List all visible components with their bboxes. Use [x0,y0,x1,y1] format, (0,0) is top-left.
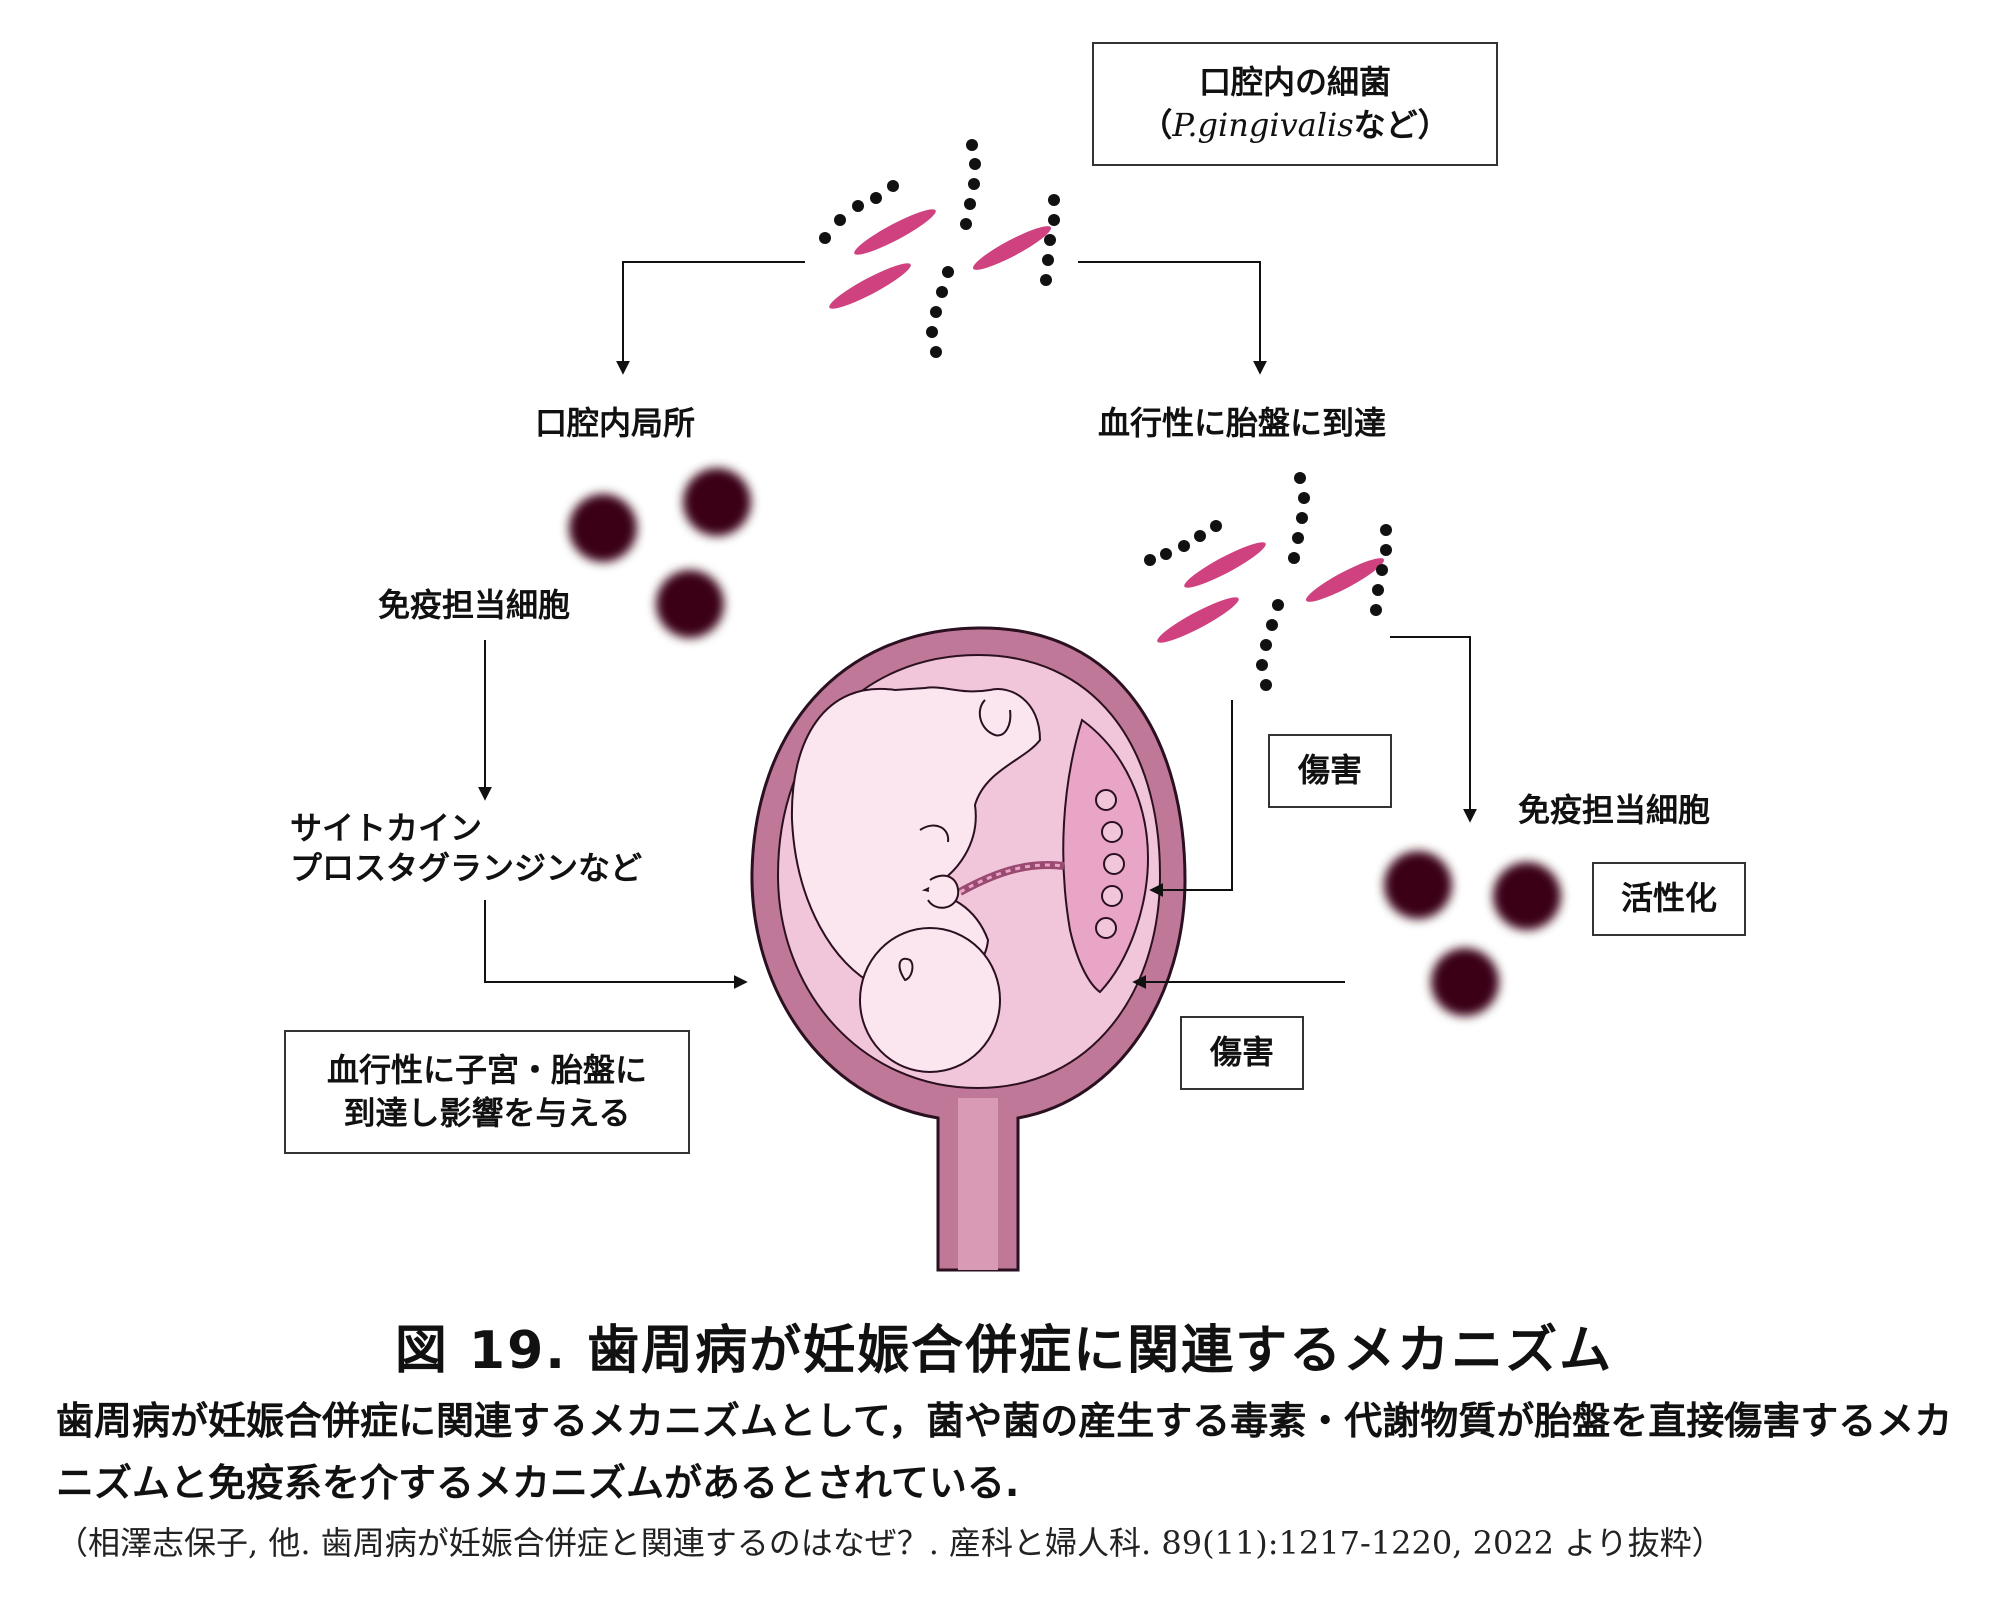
arrow-to-placenta-blood [1078,261,1267,375]
activation-box: 活性化 [1592,862,1746,936]
arrow-bacteria-damage [1149,700,1233,897]
immune-cells-left-label: 免疫担当細胞 [378,586,571,624]
cytokine-label: サイトカイン プロスタグランジンなど [290,808,642,888]
left-effect-line-2: 到達し影響を与える [343,1094,631,1132]
figure-source: （相澤志保子, 他. 歯周病が妊娠合併症と関連するのはなぜ？. 産科と婦人科. … [56,1524,1724,1562]
left-effect-box: 血行性に子宮・胎盤に 到達し影響を与える [284,1030,690,1154]
arrow-bacteria-to-immune [1390,636,1477,823]
arrow-to-oral-local [616,261,805,375]
oral-local-label: 口腔内局所 [535,404,696,442]
species-name: P.gingivalis [1172,106,1354,144]
oral-bacteria-species-line: （P.gingivalisなど） [1140,106,1450,144]
figure-title: 図 19. 歯周病が妊娠合併症に関連するメカニズム [394,1321,1614,1381]
arrow-cytokine-to-uterus [484,900,748,989]
cytokine-line-2: プロスタグランジンなど [290,849,643,887]
placenta-blood-label: 血行性に胎盤に到達 [1098,404,1387,442]
immune-cells-left [569,468,751,638]
damage-box-bottom: 傷害 [1180,1016,1304,1090]
oral-bacteria-title: 口腔内の細菌 [1198,62,1391,101]
oral-bacteria-box: 口腔内の細菌 （P.gingivalisなど） [1092,42,1498,166]
uterus-illustration [750,626,1187,1272]
fetus [790,686,1042,1073]
figure-description: 歯周病が妊娠合併症に関連するメカニズムとして，菌や菌の産生する毒素・代謝物質が胎… [56,1399,1953,1505]
cytokine-line-1: サイトカイン [290,809,483,847]
immune-cells-right-label: 免疫担当細胞 [1518,791,1711,829]
immune-cells-right [1384,851,1561,1016]
bacteria-cluster-top [819,139,1060,358]
bacteria-cluster-right [1144,472,1392,691]
left-effect-line-1: 血行性に子宮・胎盤に [326,1050,647,1089]
damage-box-top: 傷害 [1268,734,1392,808]
mechanism-diagram [478,139,1561,1272]
placenta [1062,718,1150,994]
